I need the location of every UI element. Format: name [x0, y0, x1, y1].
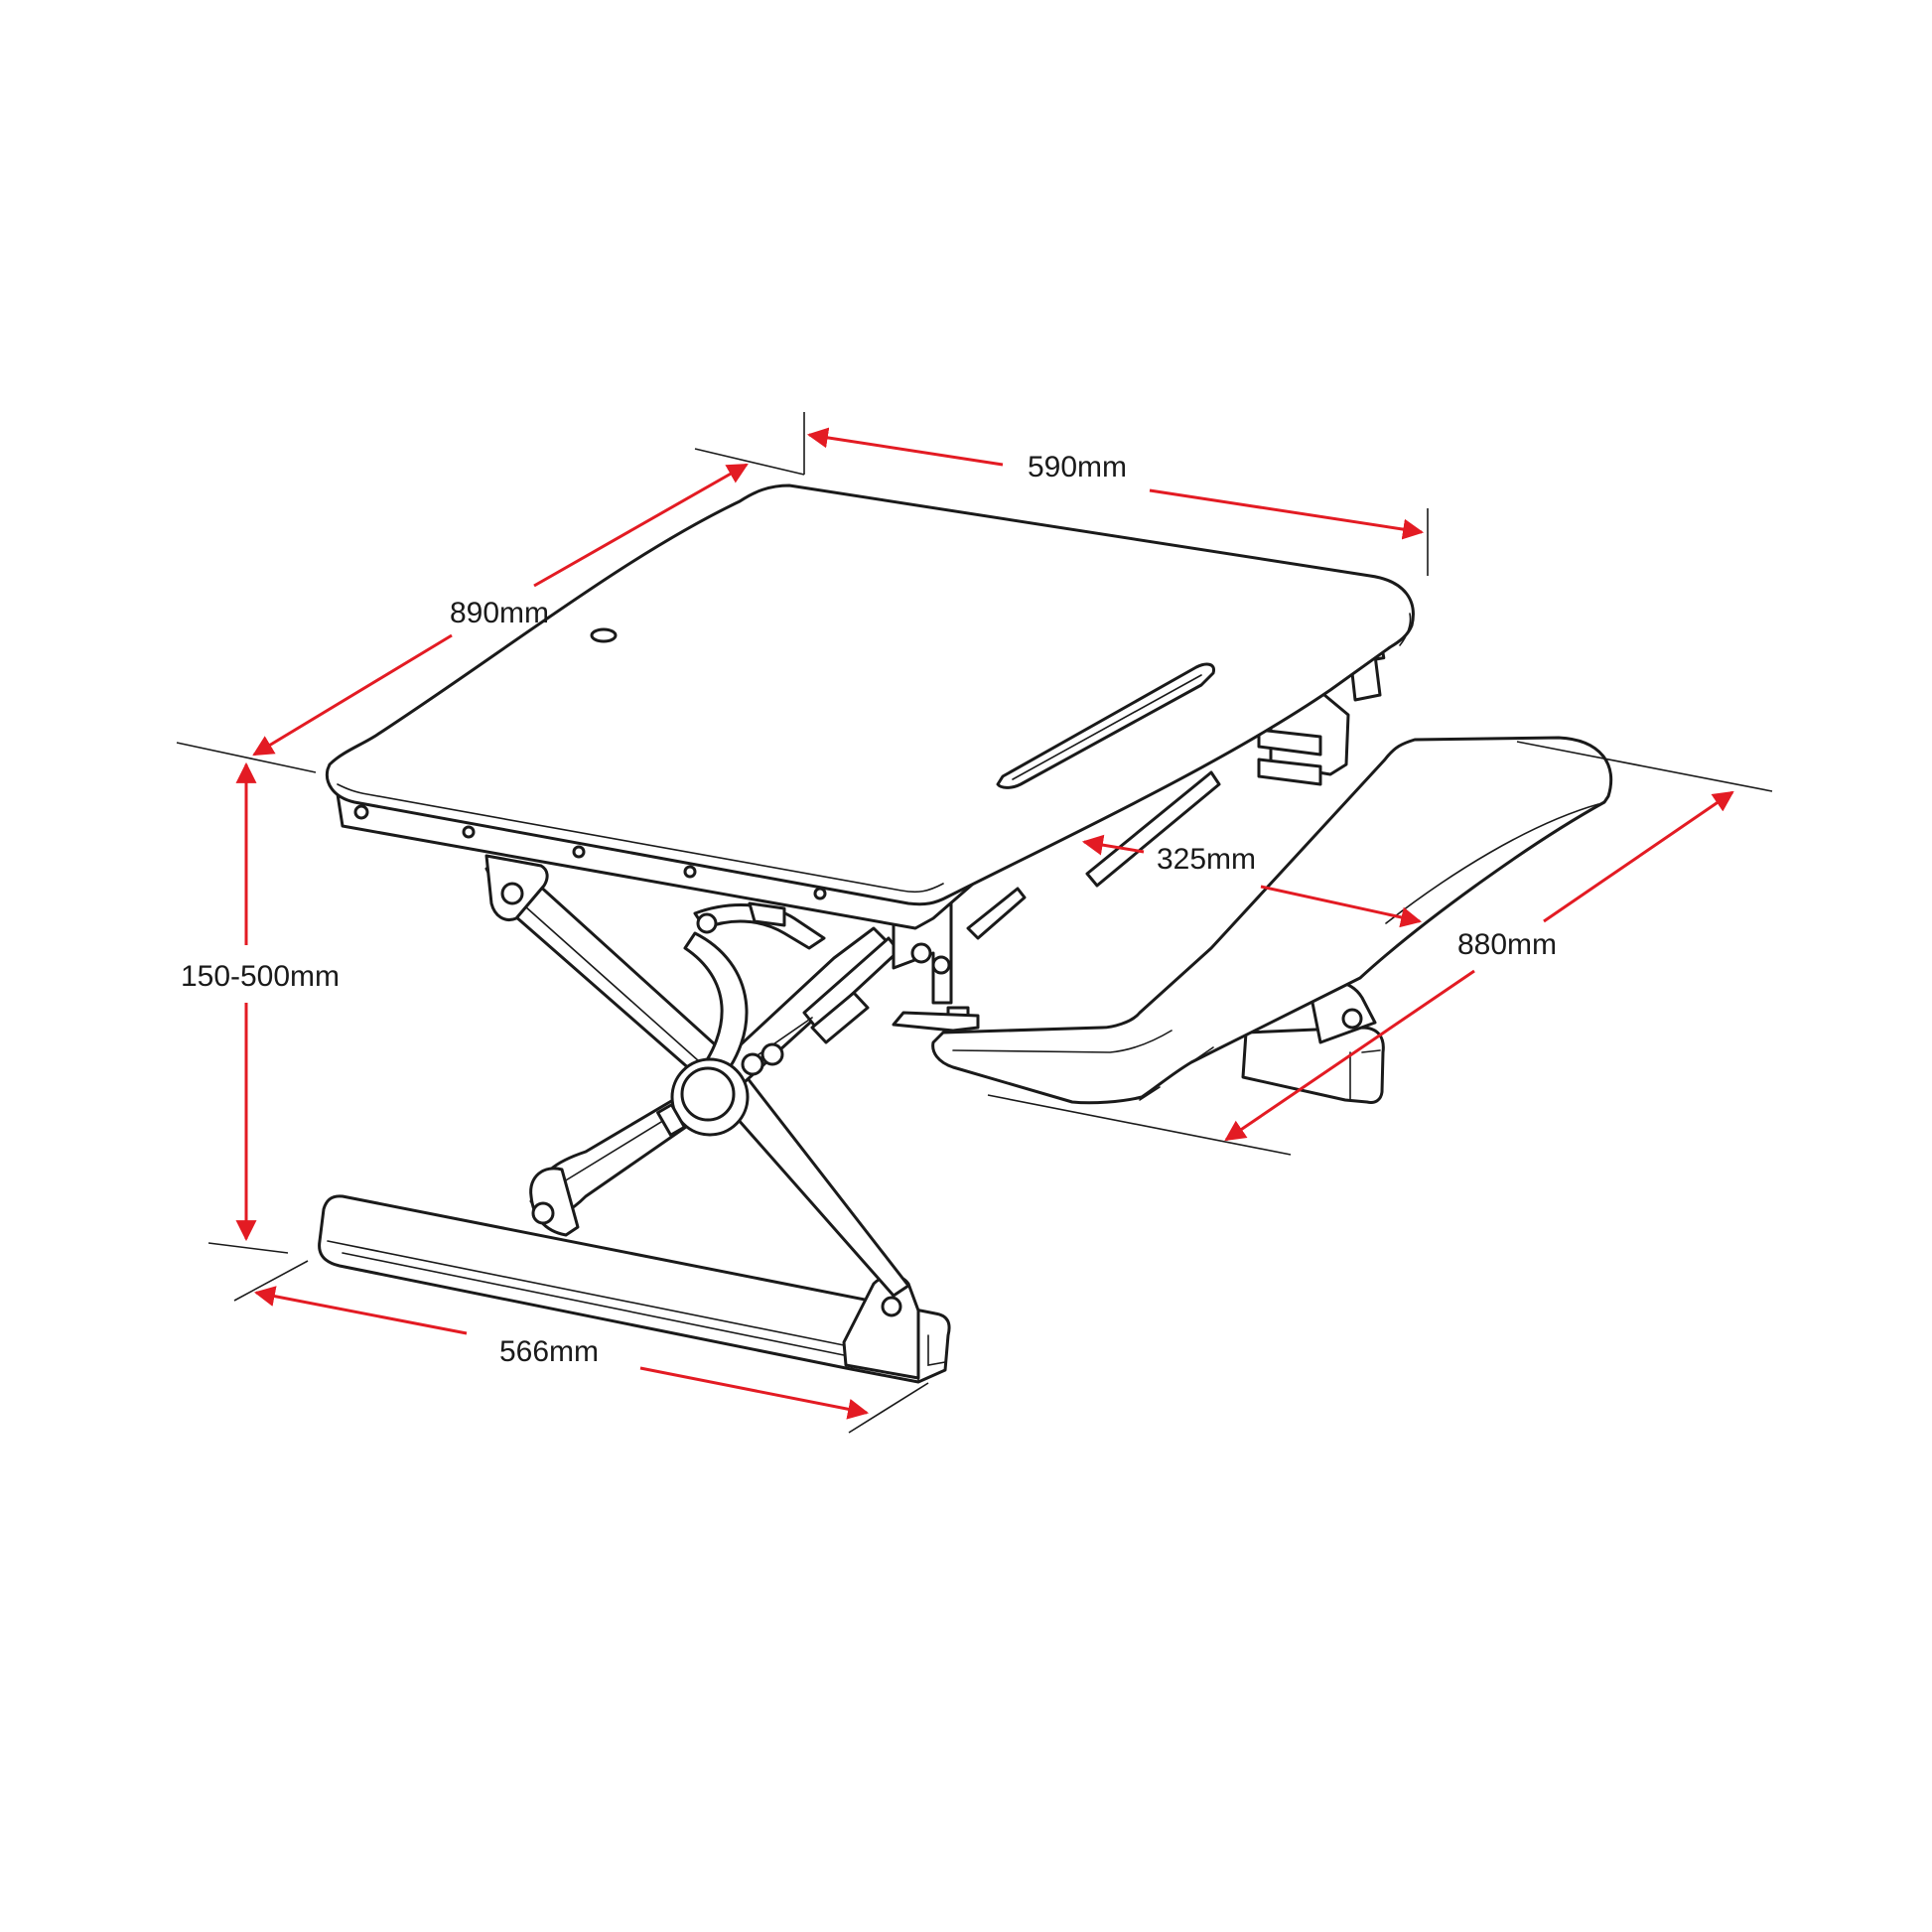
keyboard-slide-rail [892, 770, 1221, 1033]
base-width-arrow-right [639, 1366, 870, 1420]
center-pivot-knob [656, 1057, 750, 1137]
keyboard-width-label: 880mm [1457, 928, 1557, 961]
dimension-arrows [235, 427, 1734, 1420]
top-width-label: 590mm [1028, 451, 1127, 483]
base-frame [318, 1194, 951, 1384]
top-depth-arrow-lower [252, 633, 453, 757]
base-end-bracket [842, 1274, 920, 1380]
top-depth-label: 890mm [450, 597, 549, 629]
keyboard-depth-arrow-right [1260, 885, 1423, 928]
gas-spring [741, 936, 900, 1076]
desk-converter-illustration [318, 483, 1613, 1384]
keyboard-width-arrow-upper [1543, 790, 1734, 923]
top-depth-arrow-upper [533, 463, 749, 588]
base-width-arrow-left [253, 1286, 468, 1335]
device-slot [996, 662, 1216, 789]
release-handle [693, 901, 826, 950]
keyboard-depth-arrow-left [1081, 834, 1145, 856]
cable-grommet-hole [590, 627, 618, 643]
base-width-label: 566mm [499, 1335, 599, 1368]
dimension-labels: 590mm 890mm 150-500mm 566mm 325mm 880mm [181, 451, 1557, 1368]
extension-lines [176, 412, 1773, 1434]
keyboard-depth-label: 325mm [1157, 843, 1256, 876]
keyboard-width-arrow-lower [1224, 969, 1475, 1142]
top-width-arrow-left [806, 427, 1004, 467]
base-pivot-bolt [881, 1296, 902, 1317]
top-width-arrow-right [1149, 488, 1425, 540]
desk-top-surface [325, 483, 1415, 906]
rear-base-frame [1241, 980, 1385, 1104]
height-range-label: 150-500mm [181, 960, 340, 993]
keyboard-tray [931, 736, 1613, 1105]
